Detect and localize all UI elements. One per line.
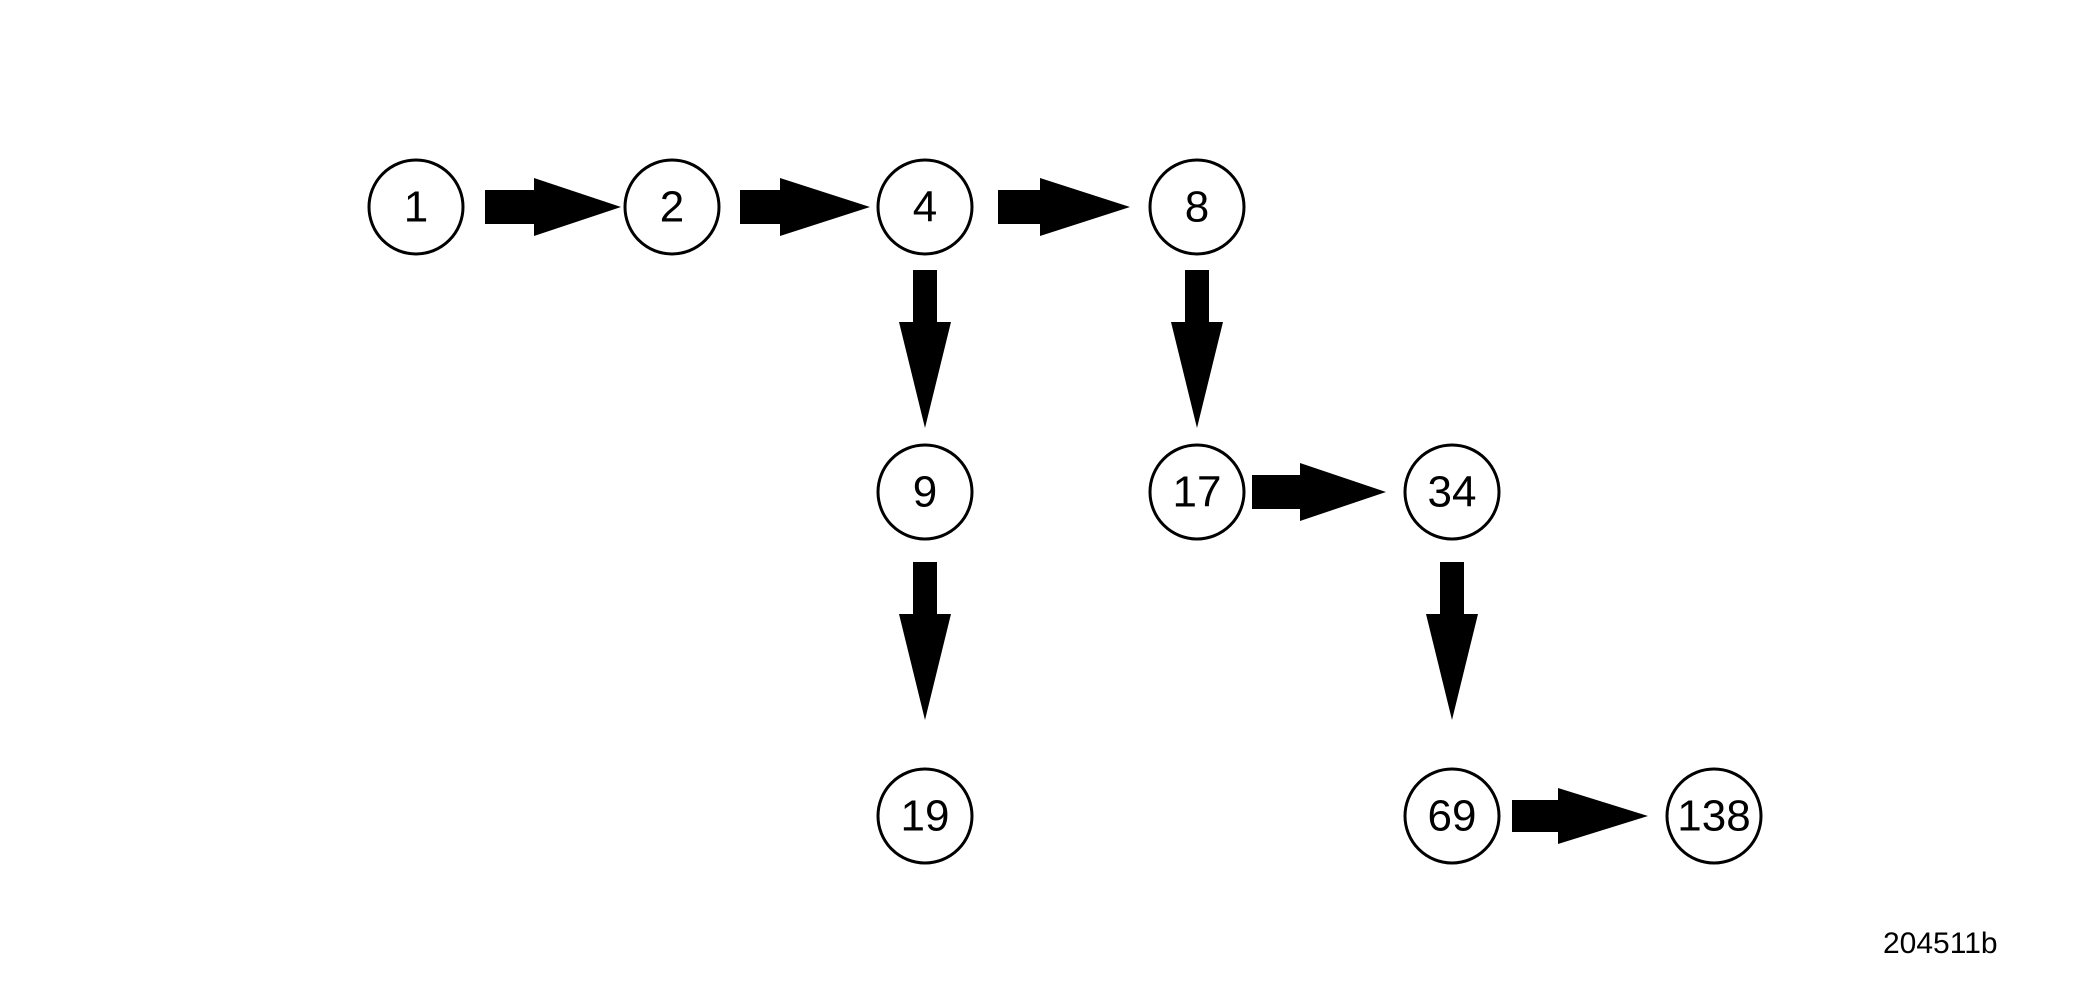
node-69: 69 — [1403, 767, 1501, 865]
node-label: 19 — [901, 792, 950, 841]
arrow-9-to-19 — [899, 562, 951, 720]
node-label: 4 — [913, 183, 937, 232]
node-34: 34 — [1403, 443, 1501, 541]
node-label: 1 — [404, 183, 428, 232]
node-2: 2 — [623, 158, 721, 256]
node-label: 138 — [1677, 792, 1750, 841]
node-4: 4 — [876, 158, 974, 256]
arrow-4-to-8 — [998, 178, 1130, 236]
node-9: 9 — [876, 443, 974, 541]
arrow-1-to-2 — [485, 178, 621, 236]
node-label: 9 — [913, 468, 937, 517]
node-8: 8 — [1148, 158, 1246, 256]
node-label: 34 — [1428, 468, 1477, 517]
node-19: 19 — [876, 767, 974, 865]
node-label: 69 — [1428, 792, 1477, 841]
arrow-4-to-9 — [899, 270, 951, 428]
node-label: 17 — [1173, 468, 1222, 517]
figure-id: 204511b — [1883, 927, 1998, 960]
arrow-17-to-34 — [1252, 463, 1386, 521]
arrow-34-to-69 — [1426, 562, 1478, 720]
node-label: 2 — [660, 183, 684, 232]
node-17: 17 — [1148, 443, 1246, 541]
arrow-2-to-4 — [740, 178, 870, 236]
node-138: 138 — [1665, 767, 1763, 865]
arrow-69-to-138 — [1512, 788, 1648, 844]
node-label: 8 — [1185, 183, 1209, 232]
node-1: 1 — [367, 158, 465, 256]
arrow-8-to-17 — [1171, 270, 1223, 428]
